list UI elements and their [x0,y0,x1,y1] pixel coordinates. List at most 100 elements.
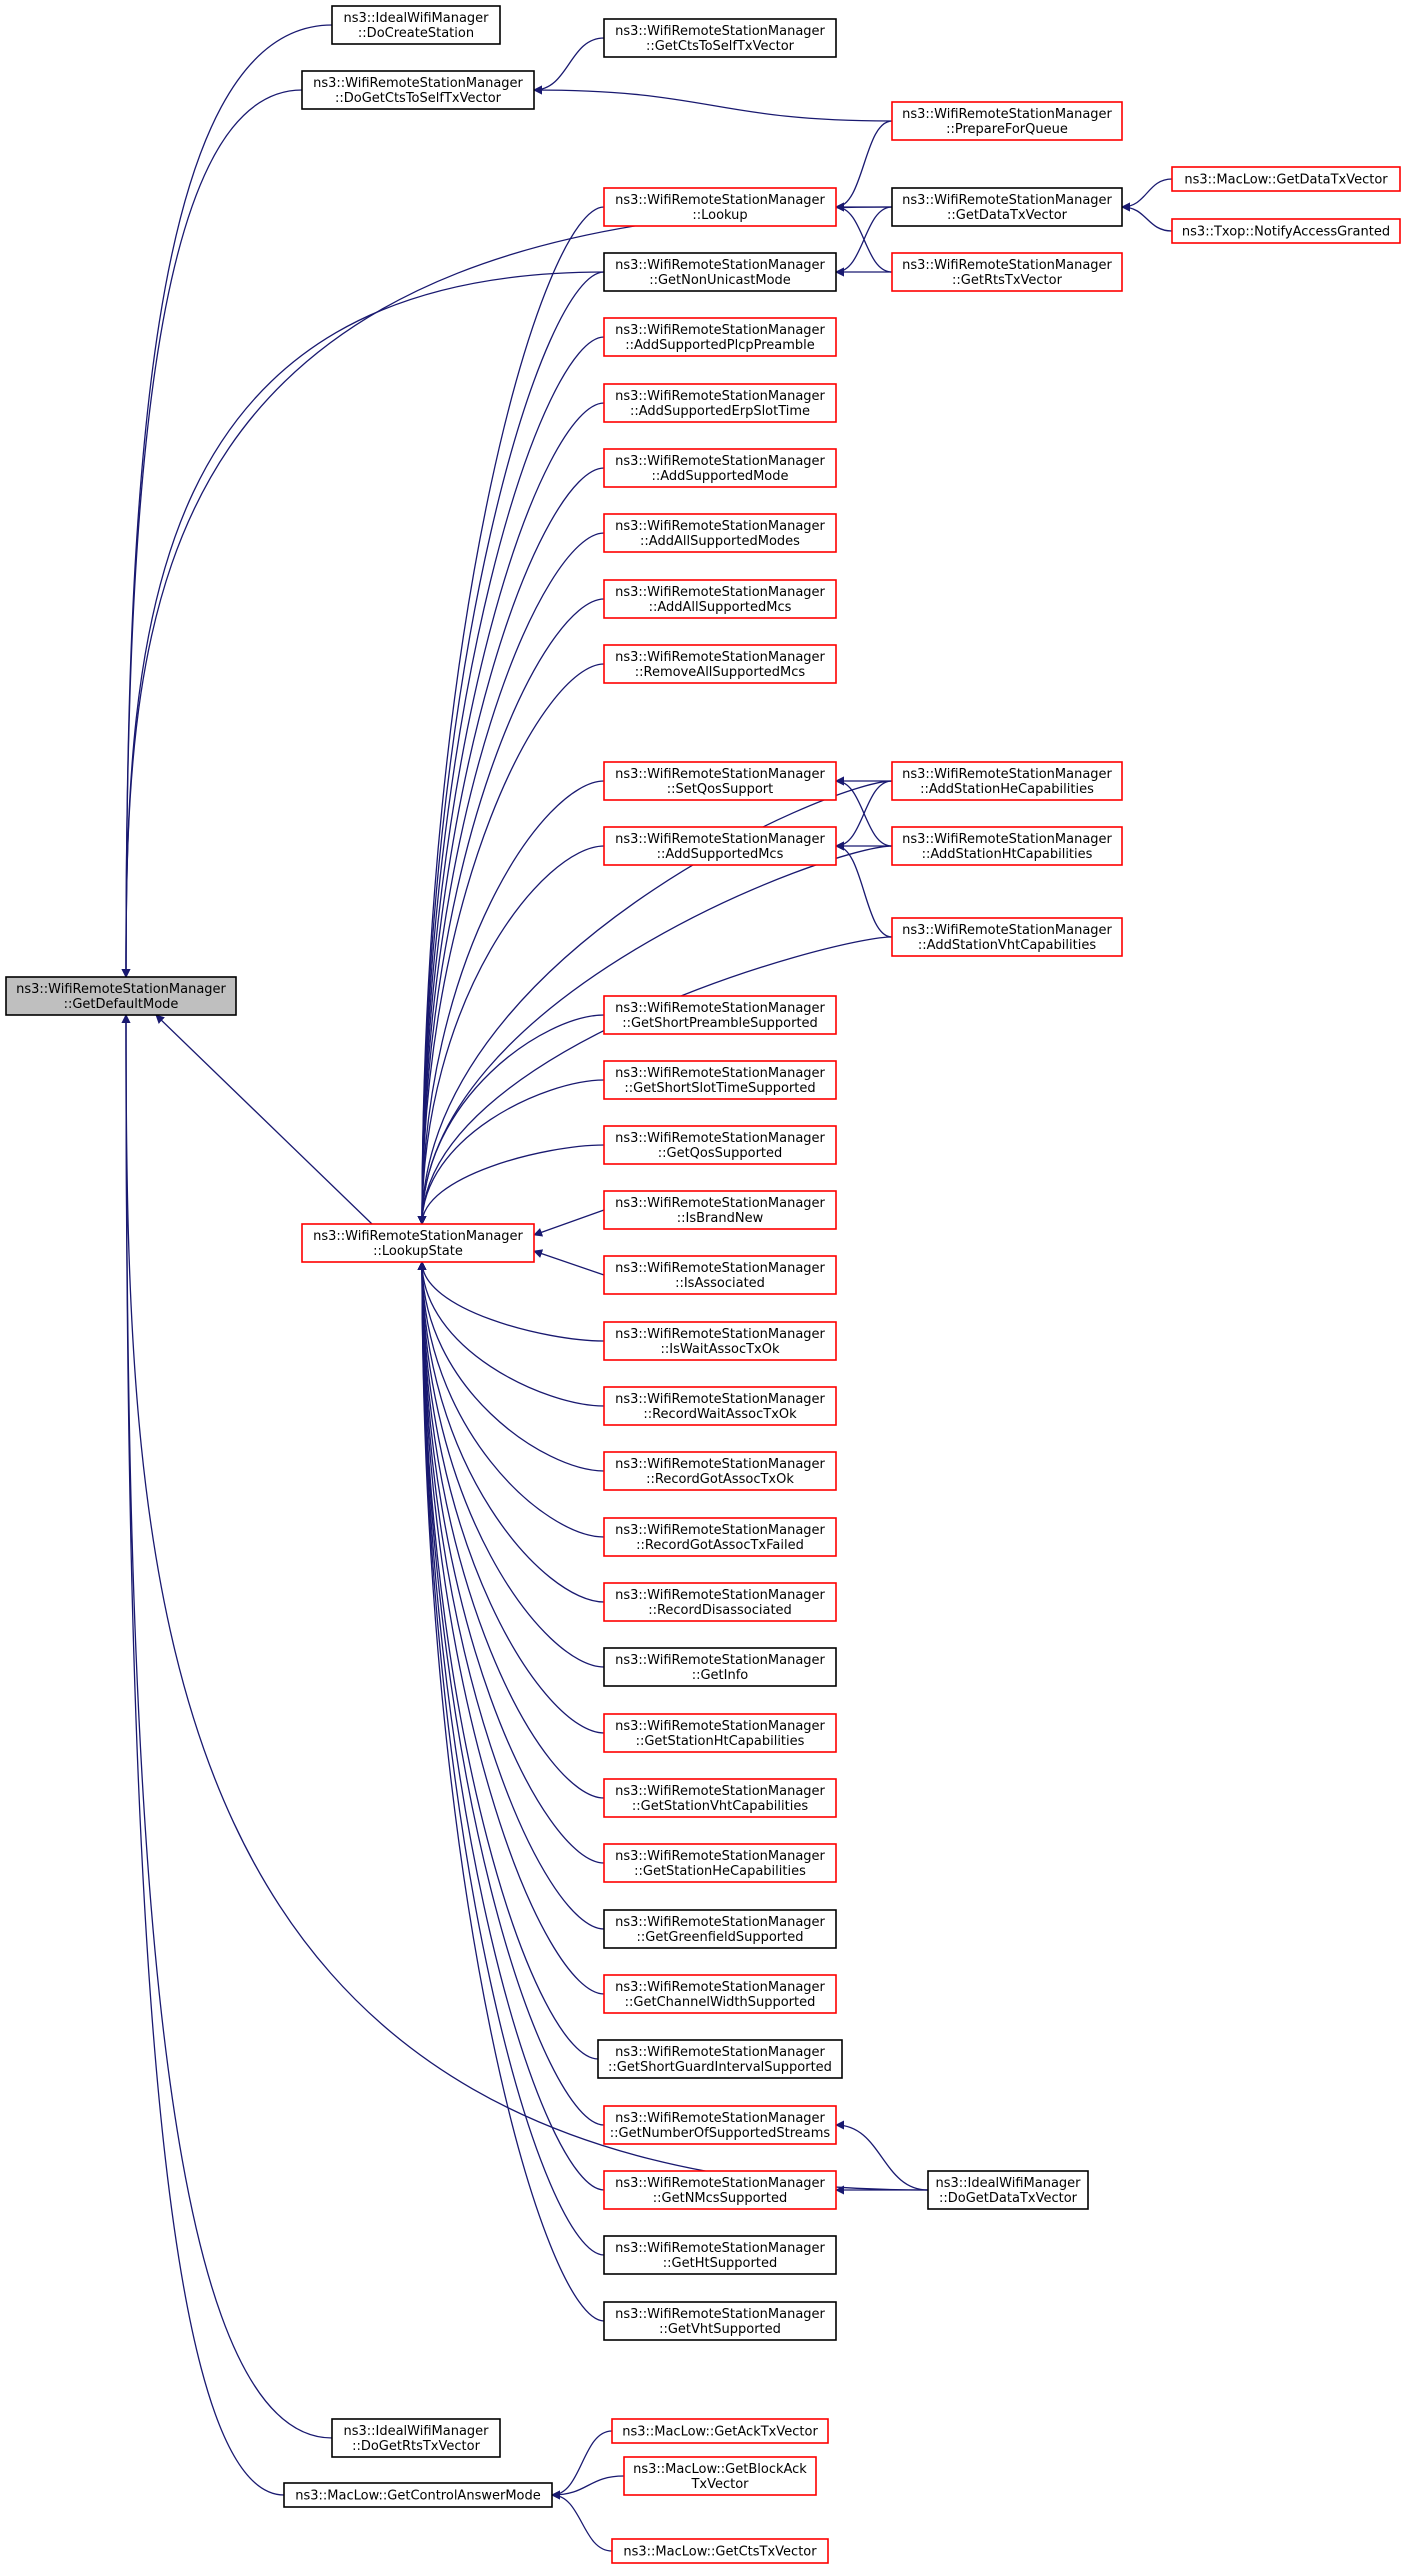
node-box [283,2482,553,2508]
edge-line [417,532,605,1225]
node-get-cts-tx-vector[interactable]: ns3::MacLow::GetCtsTxVector [611,2538,829,2564]
edge-line [417,1014,605,1225]
edge-get-short-preamble-supported-to-lookup-state [417,1014,605,1225]
node-label-line: ::GetDefaultMode [64,997,179,1012]
node-label-line: ns3::WifiRemoteStationManager [313,76,523,91]
node-label-line: ::GetVhtSupported [659,2322,781,2337]
edge-line [417,1261,605,2191]
node-label-line: ns3::WifiRemoteStationManager [902,923,1112,938]
node-label-line: ::RecordDisassociated [648,1603,792,1618]
node-ideal-do-create-station[interactable]: ns3::IdealWifiManager::DoCreateStation [331,5,501,45]
node-get-non-unicast-mode[interactable]: ns3::WifiRemoteStationManager::GetNonUni… [603,252,837,292]
node-label-line: ns3::WifiRemoteStationManager [615,258,825,273]
node-get-ht-supported[interactable]: ns3::WifiRemoteStationManager::GetHtSupp… [603,2235,837,2275]
edge-line [417,780,893,1225]
node-lookup-state[interactable]: ns3::WifiRemoteStationManager::LookupSta… [301,1223,535,1263]
node-get-ack-tx-vector[interactable]: ns3::MacLow::GetAckTxVector [611,2418,829,2444]
node-get-number-of-supported-streams[interactable]: ns3::WifiRemoteStationManager::GetNumber… [603,2105,837,2145]
edge-get-ht-supported-to-lookup-state [417,1261,605,2256]
node-box [1171,218,1401,244]
node-get-greenfield-supported[interactable]: ns3::WifiRemoteStationManager::GetGreenf… [603,1909,837,1949]
edge-line [121,1014,333,2439]
edge-ideal-do-get-rts-to-get-default-mode [121,1014,333,2439]
node-label-line: ns3::WifiRemoteStationManager [615,1719,825,1734]
edge-line [121,271,605,978]
node-label-line: ns3::IdealWifiManager [935,2176,1081,2191]
node-get-short-guard-interval-supported[interactable]: ns3::WifiRemoteStationManager::GetShortG… [597,2039,843,2079]
edge-get-station-he-capabilities-to-lookup-state [417,1261,605,1864]
edge-line [121,89,303,978]
edge-get-nmcs-supported-to-lookup-state [417,1261,605,2191]
node-label-line: ::AddStationVhtCapabilities [918,938,1096,953]
edge-line [835,841,893,938]
node-box [331,2418,501,2458]
node-get-control-answer-mode[interactable]: ns3::MacLow::GetControlAnswerMode [283,2482,553,2508]
node-set-qos-support[interactable]: ns3::WifiRemoteStationManager::SetQosSup… [603,761,837,801]
edge-line [417,1261,605,2256]
node-lookup[interactable]: ns3::WifiRemoteStationManager::Lookup [603,187,837,227]
node-label-line: ns3::WifiRemoteStationManager [615,519,825,534]
node-is-wait-assoc-tx-ok[interactable]: ns3::WifiRemoteStationManager::IsWaitAss… [603,1321,837,1361]
node-record-disassociated[interactable]: ns3::WifiRemoteStationManager::RecordDis… [603,1582,837,1622]
node-txop-notify-access-granted[interactable]: ns3::Txop::NotifyAccessGranted [1171,218,1401,244]
node-label-line: ::RecordGotAssocTxOk [646,1472,794,1487]
node-label-line: ns3::WifiRemoteStationManager [615,1784,825,1799]
node-get-station-he-capabilities[interactable]: ns3::WifiRemoteStationManager::GetStatio… [603,1843,837,1883]
node-label-line: ::RemoveAllSupportedMcs [635,665,806,680]
node-get-station-ht-capabilities[interactable]: ns3::WifiRemoteStationManager::GetStatio… [603,1713,837,1753]
node-label-line: ::RecordWaitAssocTxOk [643,1407,797,1422]
node-box [603,2235,837,2275]
node-get-qos-supported[interactable]: ns3::WifiRemoteStationManager::GetQosSup… [603,1125,837,1165]
node-box [611,2538,829,2564]
node-label-line: ns3::WifiRemoteStationManager [615,1915,825,1930]
node-get-rts-tx-vector[interactable]: ns3::WifiRemoteStationManager::GetRtsTxV… [891,252,1123,292]
edge-line [417,1261,605,1603]
node-add-supported-mcs[interactable]: ns3::WifiRemoteStationManager::AddSuppor… [603,826,837,866]
node-get-short-preamble-supported[interactable]: ns3::WifiRemoteStationManager::GetShortP… [603,995,837,1035]
node-get-nmcs-supported[interactable]: ns3::WifiRemoteStationManager::GetNMcsSu… [603,2170,837,2210]
edges-layer [121,24,1173,2552]
node-get-data-tx-vector[interactable]: ns3::WifiRemoteStationManager::GetDataTx… [891,187,1123,227]
node-add-station-ht-capabilities[interactable]: ns3::WifiRemoteStationManager::AddStatio… [891,826,1123,866]
node-add-supported-mode[interactable]: ns3::WifiRemoteStationManager::AddSuppor… [603,448,837,488]
node-do-get-cts-to-self[interactable]: ns3::WifiRemoteStationManager::DoGetCtsT… [301,70,535,110]
node-ideal-do-get-data-tx-vector[interactable]: ns3::IdealWifiManager::DoGetDataTxVector [927,2170,1089,2210]
node-record-got-assoc-tx-failed[interactable]: ns3::WifiRemoteStationManager::RecordGot… [603,1517,837,1557]
node-add-station-vht-capabilities[interactable]: ns3::WifiRemoteStationManager::AddStatio… [891,917,1123,957]
node-mac-low-get-data-tx-vector[interactable]: ns3::MacLow::GetDataTxVector [1171,166,1401,192]
node-is-associated[interactable]: ns3::WifiRemoteStationManager::IsAssocia… [603,1255,837,1295]
node-add-all-supported-mcs[interactable]: ns3::WifiRemoteStationManager::AddAllSup… [603,579,837,619]
node-add-station-he-capabilities[interactable]: ns3::WifiRemoteStationManager::AddStatio… [891,761,1123,801]
node-add-all-supported-modes[interactable]: ns3::WifiRemoteStationManager::AddAllSup… [603,513,837,553]
node-record-wait-assoc-tx-ok[interactable]: ns3::WifiRemoteStationManager::RecordWai… [603,1386,837,1426]
node-label-line: ns3::WifiRemoteStationManager [615,1457,825,1472]
edge-get-data-tx-vector-to-get-non-unicast-mode [835,206,893,277]
edge-is-wait-assoc-tx-ok-to-lookup-state [417,1261,605,1342]
node-box [603,1125,837,1165]
node-record-got-assoc-tx-ok[interactable]: ns3::WifiRemoteStationManager::RecordGot… [603,1451,837,1491]
node-remove-all-supported-mcs[interactable]: ns3::WifiRemoteStationManager::RemoveAll… [603,644,837,684]
edge-get-greenfield-supported-to-lookup-state [417,1261,605,1930]
edge-line [417,1261,605,1668]
node-is-brand-new[interactable]: ns3::WifiRemoteStationManager::IsBrandNe… [603,1190,837,1230]
node-label-line: ::GetNonUnicastMode [649,273,791,288]
node-add-supported-plcp-preamble[interactable]: ns3::WifiRemoteStationManager::AddSuppor… [603,317,837,357]
node-add-supported-erp-slot-time[interactable]: ns3::WifiRemoteStationManager::AddSuppor… [603,383,837,423]
node-get-info[interactable]: ns3::WifiRemoteStationManager::GetInfo [603,1647,837,1687]
node-box [603,1843,837,1883]
node-get-cts-to-self[interactable]: ns3::WifiRemoteStationManager::GetCtsToS… [603,18,837,58]
node-prepare-for-queue[interactable]: ns3::WifiRemoteStationManager::PrepareFo… [891,101,1123,141]
node-label-line: ns3::WifiRemoteStationManager [615,24,825,39]
node-ideal-do-get-rts[interactable]: ns3::IdealWifiManager::DoGetRtsTxVector [331,2418,501,2458]
node-get-short-slot-time-supported[interactable]: ns3::WifiRemoteStationManager::GetShortS… [603,1060,837,1100]
node-box [927,2170,1089,2210]
node-get-station-vht-capabilities[interactable]: ns3::WifiRemoteStationManager::GetStatio… [603,1778,837,1818]
edge-line [417,1144,605,1225]
edge-get-cts-to-self-to-do-get-cts-to-self [533,37,605,95]
node-get-channel-width-supported[interactable]: ns3::WifiRemoteStationManager::GetChanne… [603,1974,837,2014]
node-get-vht-supported[interactable]: ns3::WifiRemoteStationManager::GetVhtSup… [603,2301,837,2341]
node-get-default-mode[interactable]: ns3::WifiRemoteStationManager::GetDefaul… [5,976,237,1016]
node-label-line: ns3::WifiRemoteStationManager [615,2307,825,2322]
